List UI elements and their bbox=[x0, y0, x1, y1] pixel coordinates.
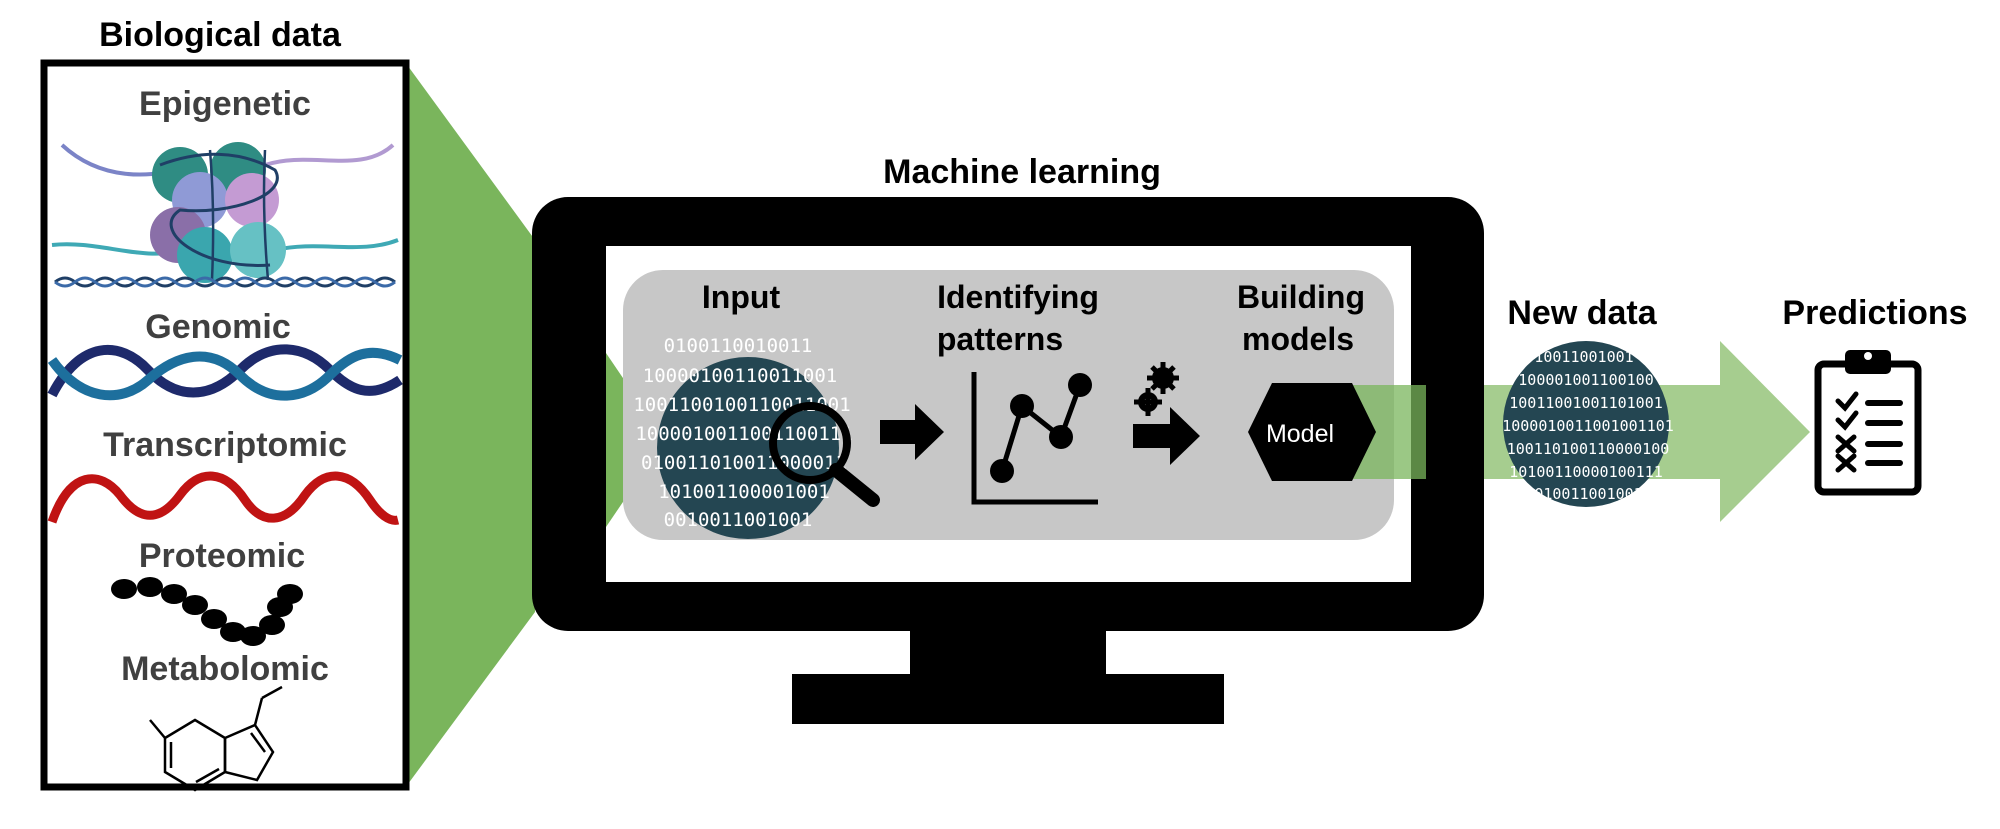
svg-text:10000100110011001: 10000100110011001 bbox=[643, 365, 837, 387]
label-epigenetic: Epigenetic bbox=[139, 85, 311, 123]
gears-icon bbox=[1134, 362, 1179, 416]
svg-text:0010011001001: 0010011001001 bbox=[664, 509, 813, 531]
dna-helix-icon bbox=[47, 344, 403, 401]
predictions-title: Predictions bbox=[1782, 294, 1967, 332]
rna-strand-icon bbox=[47, 471, 400, 525]
magnifier-icon bbox=[769, 402, 880, 507]
label-transcriptomic: Transcriptomic bbox=[103, 426, 347, 464]
step-models-label-line1: Building bbox=[1237, 279, 1365, 315]
monitor-stand-base bbox=[792, 674, 1224, 724]
svg-text:10011001001101001: 10011001001101001 bbox=[1509, 394, 1663, 412]
svg-text:100001001100100: 100001001100100 bbox=[1518, 371, 1653, 389]
nucleosome-icon bbox=[51, 142, 399, 288]
svg-text:10100110000100111: 10100110000100111 bbox=[1509, 463, 1663, 481]
input-binary-text: 0100110010011 10000100110011001 10011001… bbox=[633, 335, 852, 531]
svg-text:10011001001: 10011001001 bbox=[1534, 348, 1633, 366]
svg-text:1000010011001100111: 1000010011001100111 bbox=[635, 423, 852, 445]
model-label: Model bbox=[1266, 420, 1334, 448]
step-patterns-label-line2: patterns bbox=[937, 321, 1063, 357]
step-arrow-1 bbox=[880, 404, 944, 460]
svg-text:101001100001001: 101001100001001 bbox=[658, 481, 830, 503]
data-flow-funnel bbox=[405, 62, 535, 788]
line-chart-icon bbox=[971, 372, 1098, 505]
monitor-stand-neck bbox=[910, 625, 1106, 677]
step-arrow-2 bbox=[1133, 407, 1200, 465]
new-data-binary-text: 10011001001 100001001100100 100110010011… bbox=[1502, 348, 1674, 503]
new-data-binary-circle bbox=[1503, 341, 1669, 507]
clipboard-checklist-icon bbox=[1814, 350, 1922, 496]
step-patterns-label-line1: Identifying bbox=[937, 279, 1099, 315]
svg-text:0010011001001: 0010011001001 bbox=[1525, 485, 1642, 503]
protein-chain-icon bbox=[111, 577, 303, 646]
new-data-title: New data bbox=[1507, 294, 1657, 332]
model-hexagon bbox=[1248, 383, 1376, 481]
svg-text:0100110010011: 0100110010011 bbox=[664, 335, 813, 357]
label-metabolomic: Metabolomic bbox=[121, 650, 329, 688]
step-models-label-line2: models bbox=[1242, 321, 1354, 357]
label-genomic: Genomic bbox=[145, 308, 290, 346]
machine-learning-title: Machine learning bbox=[883, 153, 1161, 191]
molecule-structure-icon bbox=[149, 685, 283, 792]
svg-text:1000010011001001101: 1000010011001001101 bbox=[1502, 417, 1674, 435]
input-binary-circle bbox=[657, 357, 839, 539]
svg-text:100110100110000100: 100110100110000100 bbox=[1507, 440, 1670, 458]
step-input-label: Input bbox=[702, 279, 781, 315]
label-proteomic: Proteomic bbox=[139, 537, 305, 575]
biological-data-title: Biological data bbox=[99, 16, 342, 54]
output-flow-arrowhead bbox=[1720, 341, 1810, 522]
svg-text:010011010011000011: 010011010011000011 bbox=[641, 452, 847, 474]
